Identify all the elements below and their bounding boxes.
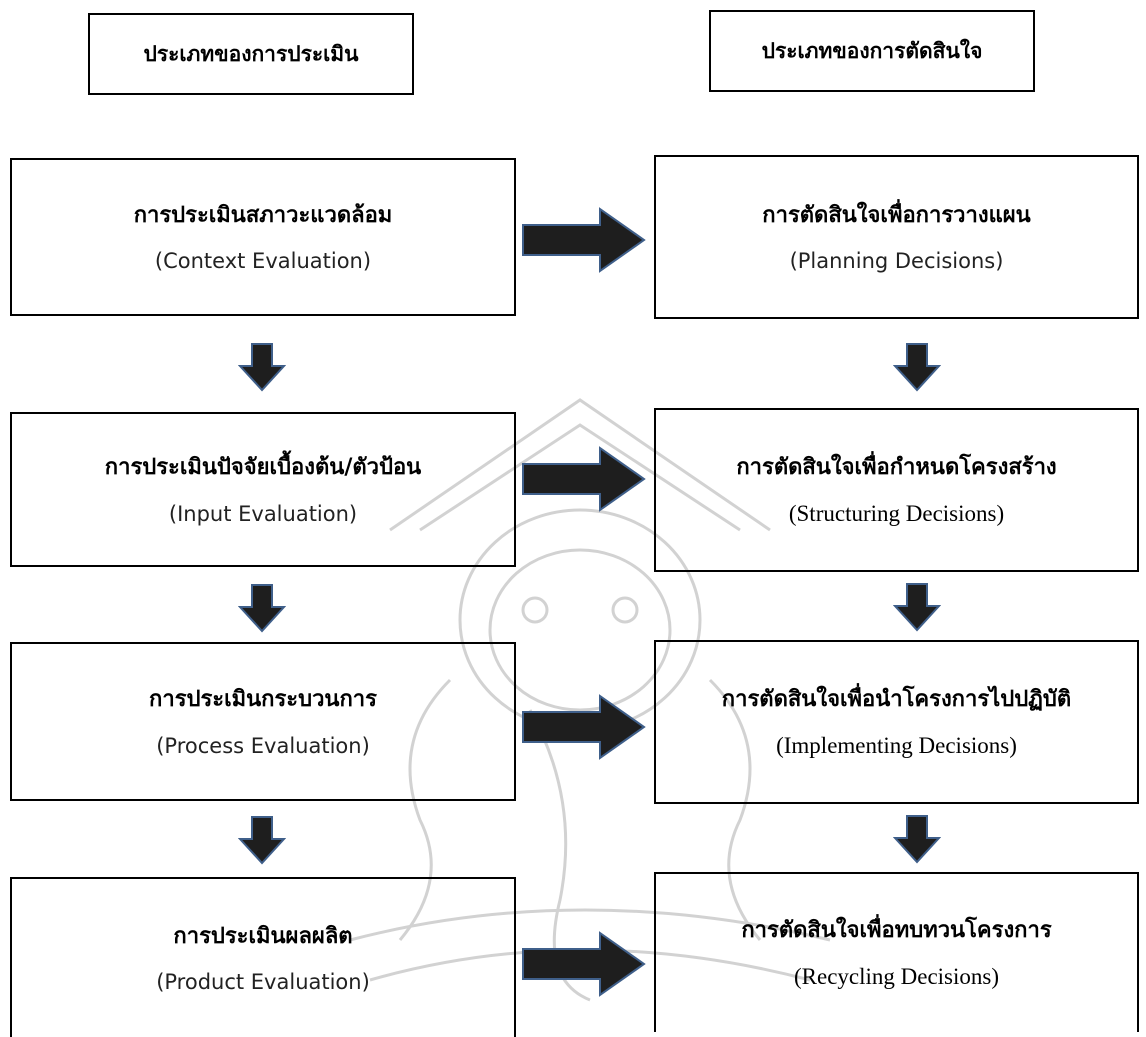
input-evaluation-box: การประเมินปัจจัยเบื้องต้น/ตัวป้อน (Input… — [10, 412, 516, 567]
planning-decisions-english: (Planning Decisions) — [789, 249, 1004, 274]
context-evaluation-box: การประเมินสภาวะแวดล้อม (Context Evaluati… — [10, 158, 516, 316]
context-evaluation-english: (Context Evaluation) — [154, 249, 372, 274]
decision-types-header-text: ประเภทของการตัดสินใจ — [761, 37, 983, 63]
product-evaluation-english: (Product Evaluation) — [156, 970, 370, 995]
recycling-decisions-thai: การตัดสินใจเพื่อทบทวนโครงการ — [741, 917, 1052, 943]
recycling-decisions-box: การตัดสินใจเพื่อทบทวนโครงการ (Recycling … — [654, 872, 1139, 1032]
input-to-structuring-arrow — [522, 446, 646, 512]
implementing-decisions-box: การตัดสินใจเพื่อนำโครงการไปปฏิบัติ (Impl… — [654, 640, 1139, 804]
process-to-product-arrow — [238, 816, 286, 865]
planning-decisions-box: การตัดสินใจเพื่อการวางแผน (Planning Deci… — [654, 155, 1139, 319]
evaluation-types-header: ประเภทของการประเมิน — [88, 13, 414, 95]
structuring-decisions-english: (Structuring Decisions) — [788, 501, 1005, 527]
planning-decisions-thai: การตัดสินใจเพื่อการวางแผน — [762, 202, 1031, 228]
evaluation-types-header-text: ประเภทของการประเมิน — [143, 40, 359, 66]
context-to-planning-arrow — [522, 207, 646, 273]
decision-types-header: ประเภทของการตัดสินใจ — [709, 10, 1035, 92]
implementing-to-recycling-arrow — [893, 815, 941, 864]
process-evaluation-box: การประเมินกระบวนการ (Process Evaluation) — [10, 642, 516, 801]
product-evaluation-thai: การประเมินผลผลิต — [173, 923, 353, 949]
input-to-process-arrow — [238, 584, 286, 633]
structuring-decisions-thai: การตัดสินใจเพื่อกำหนดโครงสร้าง — [736, 454, 1057, 480]
input-evaluation-thai: การประเมินปัจจัยเบื้องต้น/ตัวป้อน — [104, 455, 422, 481]
product-to-recycling-arrow — [522, 931, 646, 997]
process-to-implementing-arrow — [522, 694, 646, 760]
context-to-input-arrow — [238, 343, 286, 392]
structuring-decisions-box: การตัดสินใจเพื่อกำหนดโครงสร้าง (Structur… — [654, 408, 1139, 572]
planning-to-structuring-arrow — [893, 343, 941, 392]
process-evaluation-thai: การประเมินกระบวนการ — [149, 687, 377, 713]
product-evaluation-box: การประเมินผลผลิต (Product Evaluation) — [10, 877, 516, 1037]
recycling-decisions-english: (Recycling Decisions) — [793, 964, 1000, 990]
process-evaluation-english: (Process Evaluation) — [156, 733, 370, 758]
structuring-to-implementing-arrow — [893, 583, 941, 632]
context-evaluation-thai: การประเมินสภาวะแวดล้อม — [133, 202, 393, 228]
implementing-decisions-thai: การตัดสินใจเพื่อนำโครงการไปปฏิบัติ — [721, 686, 1072, 712]
implementing-decisions-english: (Implementing Decisions) — [776, 733, 1017, 759]
input-evaluation-english: (Input Evaluation) — [168, 501, 358, 526]
